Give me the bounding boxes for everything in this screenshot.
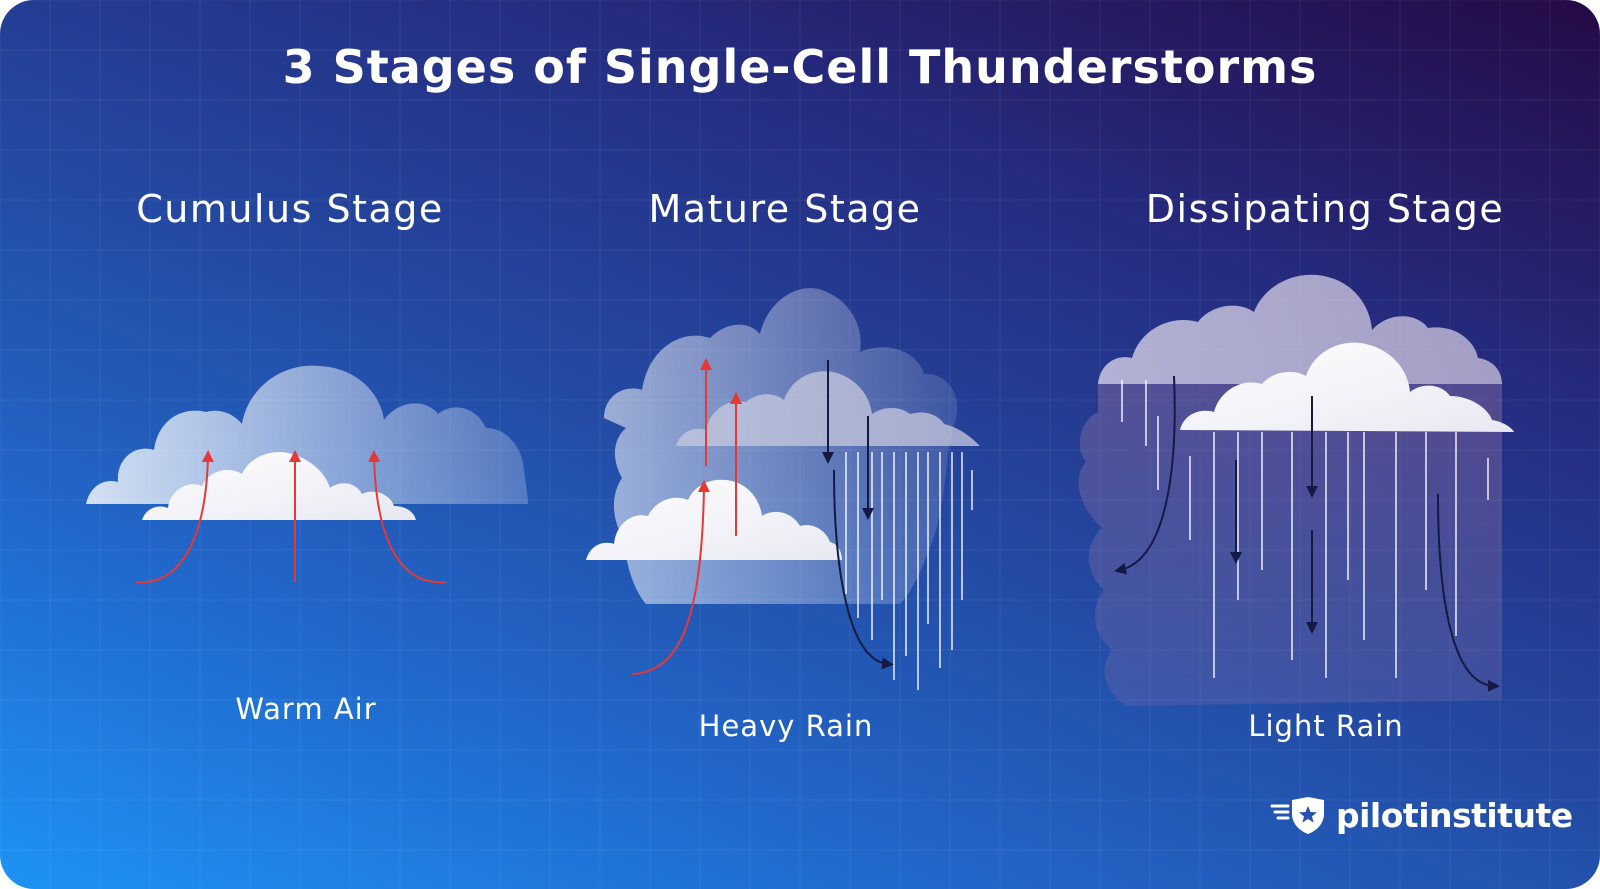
brand-name: pilotinstitute xyxy=(1336,795,1573,835)
mature-downdraft-arrows xyxy=(822,360,894,670)
downdraft-arrow xyxy=(1437,493,1500,692)
dissipating-cloud-front xyxy=(1180,342,1514,432)
mature-cloud-front xyxy=(586,479,842,560)
shield-star-wings-icon xyxy=(1270,797,1324,834)
updraft-arrow xyxy=(368,450,447,584)
heavy-rain xyxy=(845,452,973,690)
dissipating-downdraft-arrows xyxy=(1114,375,1500,692)
downdraft-arrow xyxy=(1114,375,1176,575)
caption-light-rain: Light Rain xyxy=(1248,709,1404,743)
updraft-arrows xyxy=(135,450,447,584)
updraft-arrow xyxy=(135,450,214,584)
stage-title-cumulus: Cumulus Stage xyxy=(136,187,444,231)
cumulus-cloud-front xyxy=(142,452,416,520)
light-rain xyxy=(1121,380,1489,678)
stage-title-mature: Mature Stage xyxy=(648,187,922,231)
updraft-arrow xyxy=(631,480,710,675)
mature-updraft-arrows xyxy=(631,358,742,675)
brand-logo[interactable]: pilotinstitute xyxy=(1270,790,1573,840)
stage-title-dissipating: Dissipating Stage xyxy=(1145,187,1505,231)
downdraft-arrow xyxy=(833,469,894,670)
cumulus-cloud-back xyxy=(86,365,528,504)
dissipating-cloud-back xyxy=(1098,274,1502,384)
page-title: 3 Stages of Single-Cell Thunderstorms xyxy=(282,40,1318,94)
caption-heavy-rain: Heavy Rain xyxy=(698,709,874,743)
caption-warm-air: Warm Air xyxy=(235,692,377,726)
